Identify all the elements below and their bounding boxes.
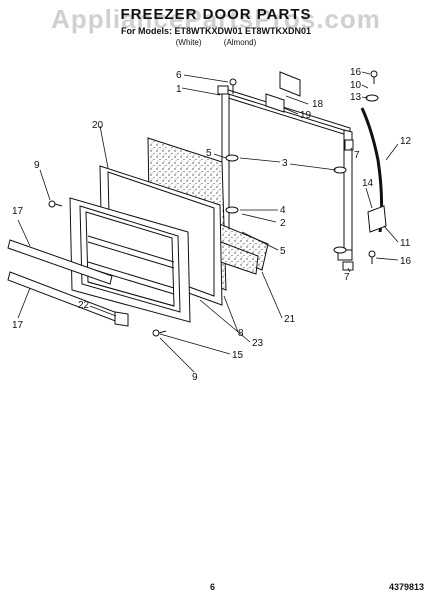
callout-9: 9 — [34, 160, 40, 171]
callout-11: 11 — [400, 238, 411, 249]
door-rails — [7, 239, 129, 327]
page-title: FREEZER DOOR PARTS — [120, 6, 312, 23]
document-number: 4379813 — [388, 582, 424, 592]
callout-3: 3 — [282, 158, 288, 169]
callout-labels: 6 1 16 10 13 18 19 20 5 3 12 7 9 14 4 2 … — [12, 67, 412, 383]
callout-7: 7 — [354, 150, 360, 161]
callout-10: 10 — [350, 80, 362, 91]
callout-5b: 5 — [280, 246, 286, 257]
callout-7b: 7 — [344, 272, 350, 283]
door-liner — [69, 197, 191, 323]
callout-22: 22 — [78, 300, 90, 311]
color-variants: (White) (Almond) — [0, 38, 432, 47]
callout-2: 2 — [280, 218, 286, 229]
callout-9b: 9 — [192, 372, 198, 383]
page-number: 6 — [210, 582, 216, 592]
callout-8: 8 — [238, 328, 244, 339]
callout-1: 1 — [176, 84, 182, 95]
color-almond: (Almond) — [223, 38, 257, 47]
callout-17b: 17 — [12, 320, 24, 331]
callout-4: 4 — [280, 205, 286, 216]
callout-21: 21 — [284, 314, 296, 325]
callout-23: 23 — [252, 338, 264, 349]
model-numbers: For Models: ET8WTKXDW01 ET8WTKXDN01 — [120, 26, 311, 36]
callout-16: 16 — [350, 67, 362, 78]
callout-19: 19 — [300, 110, 312, 121]
watermark: AppliancePartsPros.com — [51, 4, 381, 34]
callout-12: 12 — [400, 136, 412, 147]
color-white: (White) — [175, 38, 202, 47]
callout-5: 5 — [206, 148, 212, 159]
callout-15: 15 — [232, 350, 244, 361]
callout-14: 14 — [362, 178, 374, 189]
leader-lines — [17, 71, 399, 373]
callout-13: 13 — [350, 92, 362, 103]
callout-18: 18 — [312, 99, 324, 110]
callout-20: 20 — [92, 120, 104, 131]
callout-6: 6 — [176, 70, 182, 81]
callout-16b: 16 — [400, 256, 412, 267]
hardware — [48, 70, 387, 337]
callout-17: 17 — [12, 206, 24, 217]
